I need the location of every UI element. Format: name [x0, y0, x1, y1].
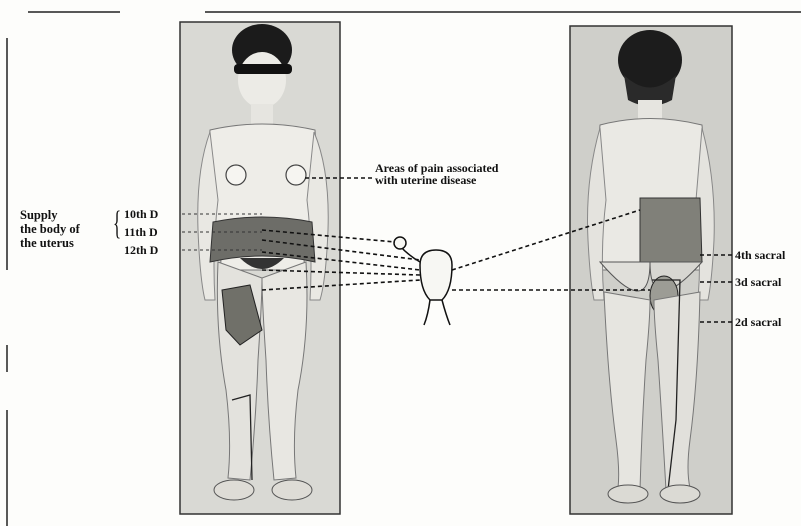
supply-line-1: Supply [20, 208, 80, 222]
female-figure-back-icon [570, 26, 732, 514]
sacral-4-label: 4th sacral [735, 249, 785, 261]
pain-line-2: with uterine disease [375, 174, 498, 186]
brace-icon: { [113, 207, 121, 241]
pain-areas-label: Areas of pain associated with uterine di… [375, 162, 498, 186]
supply-line-2: the body of [20, 222, 80, 236]
supply-line-3: the uterus [20, 236, 80, 250]
female-figure-front-icon [180, 22, 340, 514]
sacral-2-label: 2d sacral [735, 316, 781, 328]
dorsal-11-label: 11th D [124, 226, 158, 238]
dorsal-10-label: 10th D [124, 208, 158, 220]
supply-label: Supply the body of the uterus [20, 208, 80, 250]
dorsal-12-label: 12th D [124, 244, 158, 256]
sacral-3-label: 3d sacral [735, 276, 781, 288]
